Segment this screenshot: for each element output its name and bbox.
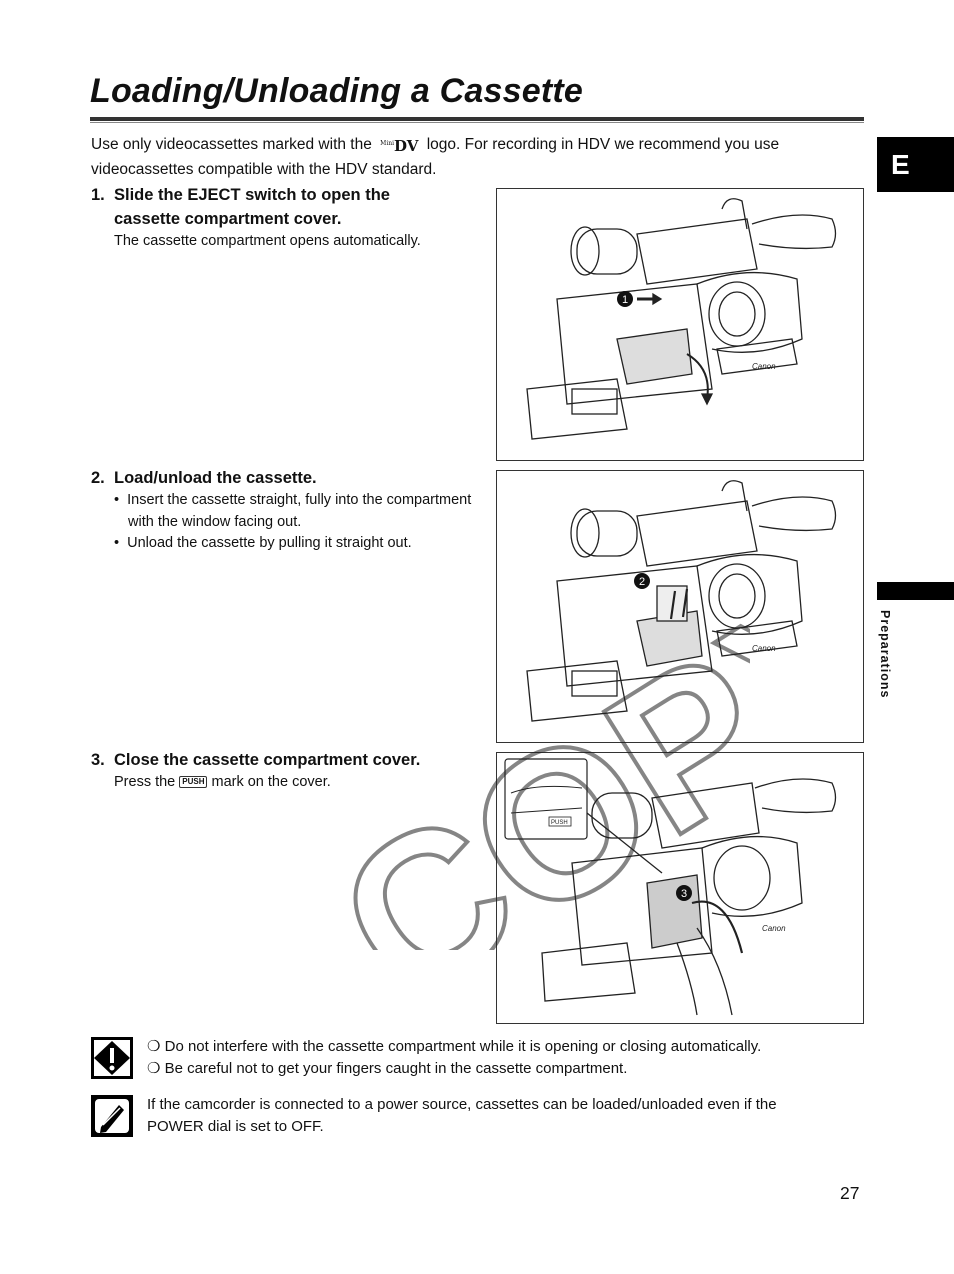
lens-barrel [696, 271, 803, 353]
step-2-number: 2. [91, 469, 105, 487]
marker-1-icon [617, 291, 633, 307]
brand-logo-3: Canon [762, 924, 786, 933]
brand-logo-1: Canon [752, 362, 776, 371]
step-1-title-line1: Slide the EJECT switch to open the [114, 186, 390, 204]
insert-arrows-icon [669, 588, 689, 620]
push-mark-icon: PUSH [179, 776, 208, 789]
camcorder-illustration-2: 2 Canon [526, 480, 837, 722]
minidv-logo-text: DV [394, 137, 419, 155]
grip [716, 338, 798, 375]
intro-text: Use only videocassettes marked with the … [91, 132, 851, 181]
step-3-title-text: Close the cassette compartment cover. [114, 751, 421, 769]
brand-logo-2: Canon [752, 644, 776, 653]
caution-item: ❍ Do not interfere with the cassette com… [147, 1036, 847, 1058]
caution-item: ❍ Be careful not to get your fingers cau… [147, 1058, 847, 1080]
step-3-sub-after: mark on the cover. [211, 774, 331, 790]
marker-1-text: 1 [622, 294, 628, 306]
figure-3: PUSH 3 Canon [496, 752, 864, 1024]
note-text: If the camcorder is connected to a power… [147, 1096, 777, 1135]
camcorder-illustration-3: PUSH 3 Canon [504, 758, 837, 1016]
side-section-label: Preparations [870, 610, 900, 730]
page-number: 27 [840, 1183, 860, 1203]
camcorder-illustration-1: 1 Canon [526, 198, 837, 440]
detail-inset [504, 758, 588, 840]
circle-bullet-icon: ❍ [147, 1060, 161, 1077]
step-3-number: 3. [91, 751, 105, 769]
side-section-text: Preparations [878, 610, 892, 699]
step-1: 1. Slide the EJECT switch to open the cas… [91, 183, 481, 252]
exclamation-caution-icon [91, 1037, 133, 1079]
marker-2-icon [634, 573, 650, 589]
caution-item-1: Do not interfere with the cassette compa… [164, 1038, 762, 1055]
step-3: 3.Close the cassette compartment cover. … [91, 748, 491, 793]
step-1-number: 1. [91, 186, 105, 204]
page-title: Loading/Unloading a Cassette [90, 72, 583, 110]
marker-2-text: 2 [639, 576, 645, 588]
step-2-bullet: • Insert the cassette straight, fully in… [114, 492, 472, 530]
minidv-logo-super: Mini [380, 140, 395, 147]
inset-push-label: PUSH [551, 820, 568, 826]
step-3-sub-before: Press the [114, 774, 176, 790]
lens-front [576, 228, 638, 275]
section-tab: E [877, 137, 954, 192]
caution-item-2: Be careful not to get your fingers caugh… [164, 1060, 628, 1077]
cassette-cover [616, 328, 693, 385]
marker-3-text: 3 [681, 888, 687, 900]
microphone [751, 214, 837, 250]
minidv-logo-icon: MiniDV [380, 132, 418, 158]
step-1-title: 1. Slide the EJECT switch to open the [91, 183, 481, 207]
figure-2: 2 Canon [496, 470, 864, 743]
finger-icon [676, 927, 733, 1016]
step-1-title-line2: cassette compartment cover. [114, 210, 342, 228]
intro-text-after: logo. For recording in HDV we recommend … [91, 136, 780, 178]
intro-text-before: Use only videocassettes marked with the [91, 136, 372, 154]
circle-bullet-icon: ❍ [147, 1038, 161, 1055]
step-2-bullet-1: Insert the cassette straight, fully into… [127, 492, 472, 530]
section-tab-letter: E [891, 148, 910, 180]
pencil-note-icon [91, 1095, 133, 1137]
caution-list: ❍ Do not interfere with the cassette com… [147, 1036, 847, 1080]
title-rule-thin [90, 122, 864, 123]
figure-1: 1 Canon [496, 188, 864, 461]
handle [636, 218, 758, 285]
close-arrow-icon [691, 900, 744, 954]
title-rule [90, 117, 864, 121]
body [556, 283, 713, 405]
step-2: 2. Load/unload the cassette. • Insert the… [91, 466, 481, 555]
section-marker-bar [877, 582, 954, 600]
marker-3-icon [676, 885, 692, 901]
step-3-title: 3. Close the cassette compartment cover. [91, 748, 491, 772]
step-2-bullet-2: Unload the cassette by pulling it straig… [127, 535, 412, 551]
step-2-bullet: • Unload the cassette by pulling it stra… [114, 535, 412, 551]
step-1-sub: The cassette compartment opens automatic… [114, 233, 421, 249]
step-2-title: 2. Load/unload the cassette. [91, 466, 481, 490]
step-2-title-text: Load/unload the cassette. [114, 469, 317, 487]
battery-base [526, 378, 628, 440]
